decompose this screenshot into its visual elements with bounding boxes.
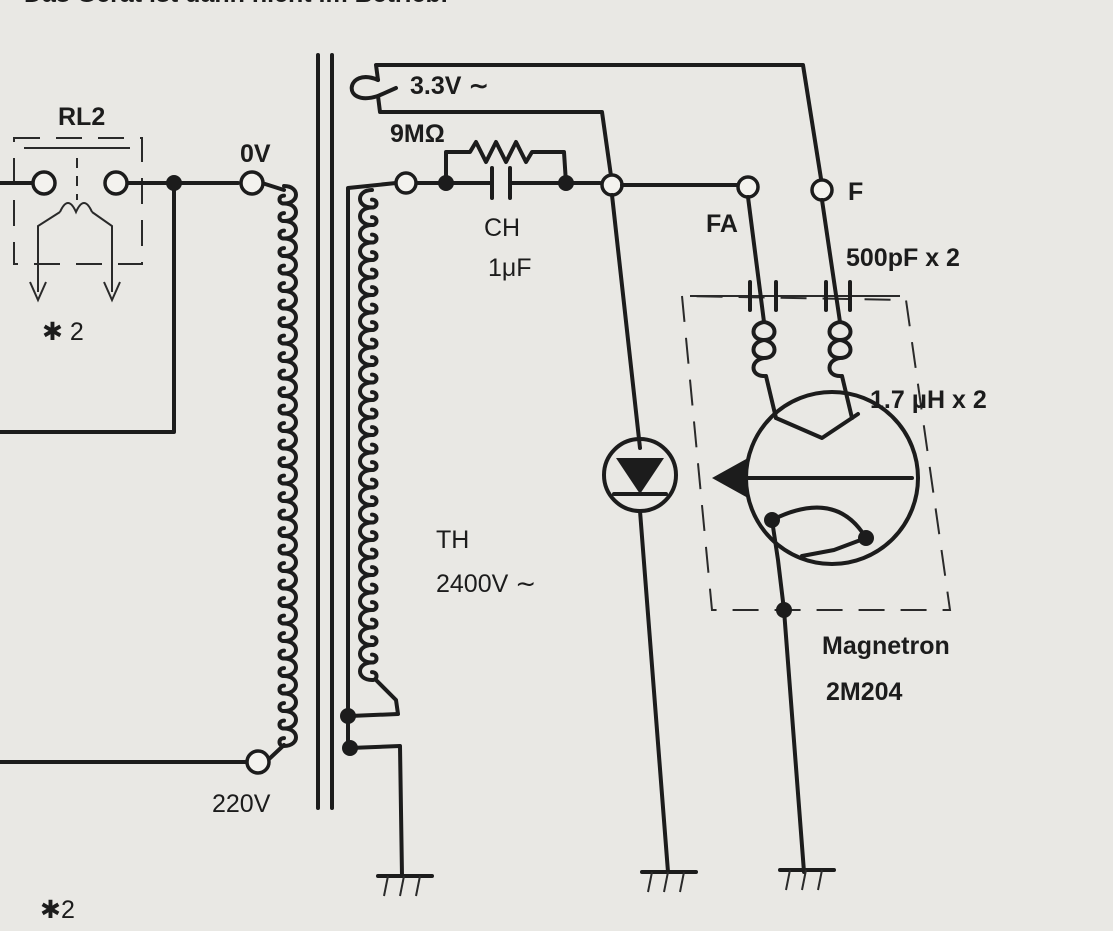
relay-outline xyxy=(13,137,143,265)
magnetron: 500pF x 2 1.7 μH x 2 Magnetron 2M204 xyxy=(680,195,987,874)
label-500pf: 500pF x 2 xyxy=(846,244,960,272)
magnetron-outline xyxy=(680,294,952,611)
magnetron-anode-lead xyxy=(800,536,868,558)
magnetron-cathode-lead xyxy=(770,518,786,612)
label-relay-note: ✱ 2 xyxy=(42,318,84,346)
choke-2 xyxy=(827,320,842,378)
terminal-cathode-node xyxy=(600,173,624,197)
wire-hv-top xyxy=(346,181,398,202)
hv-diode-triangle-icon xyxy=(616,458,664,494)
label-220v: 220V xyxy=(212,790,271,818)
filament-winding-loop xyxy=(349,75,398,101)
wire-filament-to-fa xyxy=(376,94,614,185)
secondary-circuit: 3.3V ∼ TH 2400V ∼ 9MΩ CH 1μF FA F xyxy=(340,63,863,878)
lead-fa xyxy=(746,195,766,324)
magnetron-node-2 xyxy=(858,530,874,546)
primary-winding xyxy=(277,184,298,748)
label-2m204: 2M204 xyxy=(826,678,903,706)
label-rl2: RL2 xyxy=(58,103,105,131)
relay-terminal-right xyxy=(103,170,129,196)
label-2400v: 2400V ∼ xyxy=(436,570,536,598)
lead-f xyxy=(820,198,842,324)
resistor-9m xyxy=(444,140,568,185)
choke-1 xyxy=(751,320,766,378)
choke-1-outer xyxy=(762,320,777,360)
header-text: Das Gerät ist dann nicht im Betrieb. xyxy=(24,0,448,8)
relay-coil-lead-right xyxy=(91,211,113,292)
choke-2-outer xyxy=(838,320,853,360)
ground-symbol-2 xyxy=(640,870,698,893)
ground-symbol-3 xyxy=(778,868,836,891)
wire-relay-return xyxy=(0,181,176,434)
relay-coil-symbol xyxy=(59,202,93,215)
relay-rl2: RL2 ✱ 2 xyxy=(13,103,143,346)
terminal-0v xyxy=(239,170,265,196)
magnetron-output-arrow-icon xyxy=(712,458,748,498)
primary-winding-loops xyxy=(277,184,298,748)
relay-terminal-left xyxy=(31,170,57,196)
junction-resistor-left xyxy=(438,175,454,191)
label-bottom-note: ✱2 xyxy=(40,896,75,924)
magnetron-anode xyxy=(770,505,868,540)
relay-coil-lead-left xyxy=(37,211,61,292)
label-0v: 0V xyxy=(240,140,271,168)
label-th: TH xyxy=(436,526,469,554)
label-3-3v: 3.3V ∼ xyxy=(410,72,489,100)
wire-magnetron-to-ground xyxy=(782,608,806,874)
wire-filament-to-f xyxy=(374,63,824,187)
terminal-f xyxy=(810,178,834,202)
label-1-7uh: 1.7 μH x 2 xyxy=(870,386,987,414)
label-1uf: 1μF xyxy=(488,254,532,282)
primary-circuit: 0V 220V xyxy=(0,140,298,818)
hv-winding xyxy=(358,188,379,682)
magnetron-filament xyxy=(774,412,860,440)
lead-choke-1-down xyxy=(764,374,778,420)
junction-hv-2 xyxy=(342,740,358,756)
label-magnetron: Magnetron xyxy=(822,632,950,660)
terminal-220v xyxy=(245,749,271,775)
magnetron-node-1 xyxy=(764,512,780,528)
lead-choke-2-down xyxy=(840,374,854,420)
wire-to-ground-1 xyxy=(348,744,404,878)
relay-arrow-left-icon xyxy=(29,281,47,303)
terminal-hv-top xyxy=(394,171,418,195)
junction-resistor-right xyxy=(558,175,574,191)
junction-primary xyxy=(166,175,182,191)
label-9m-ohm: 9MΩ xyxy=(390,120,445,148)
terminal-fa xyxy=(736,175,760,199)
hv-winding-loops xyxy=(358,188,379,682)
wire-diode-to-ground xyxy=(638,509,670,874)
label-fa: FA xyxy=(706,210,738,238)
wire-hv-bottom xyxy=(348,678,400,718)
junction-hv-1 xyxy=(340,708,356,724)
label-ch: CH xyxy=(484,214,520,242)
transformer-core xyxy=(316,53,334,810)
wire-0v-to-coil xyxy=(260,181,286,192)
wire-node-to-diode xyxy=(610,193,642,450)
ground-symbol-1 xyxy=(376,874,434,897)
relay-arrow-right-icon xyxy=(103,281,121,303)
label-f: F xyxy=(848,178,863,206)
